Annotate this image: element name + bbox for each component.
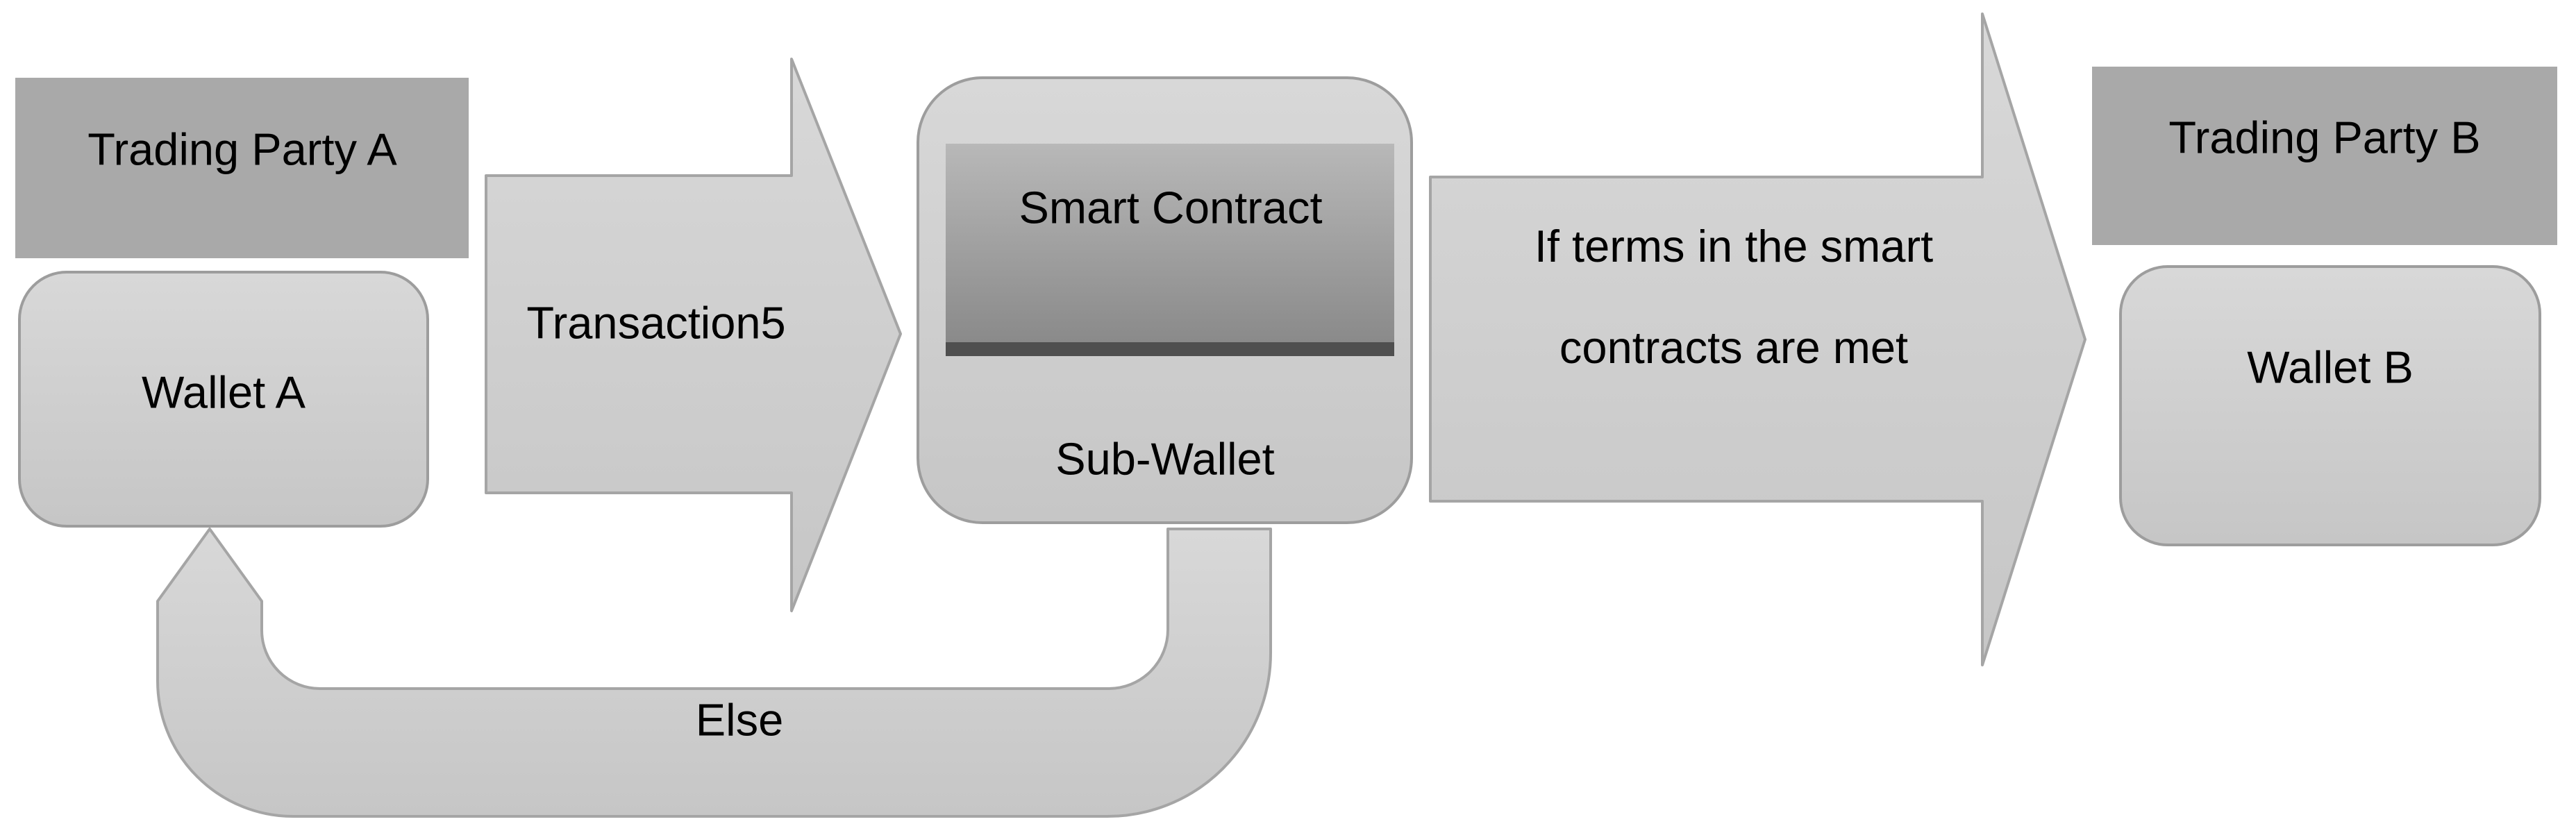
wallet-b-box (2119, 265, 2541, 546)
smart-contract-label: Smart Contract (1019, 182, 1323, 233)
success-arrow-label: If terms in the smart contracts are met (1534, 196, 1933, 398)
transaction-arrow-label: Transaction5 (526, 297, 786, 348)
trading-party-a-label: Trading Party A (87, 124, 397, 175)
success-arrow-icon (1429, 12, 2086, 666)
wallet-b-label: Wallet B (2247, 342, 2414, 393)
smart-contract-box (946, 144, 1394, 356)
success-arrow-label-line1: If terms in the smart (1534, 221, 1934, 271)
wallet-a-box (18, 271, 429, 528)
trading-party-b-box (2092, 67, 2557, 245)
else-loop-arrow-icon (156, 528, 1272, 818)
wallet-a-label: Wallet A (141, 367, 306, 418)
trading-party-b-label: Trading Party B (2168, 112, 2481, 163)
success-arrow-label-line2: contracts are met (1559, 322, 1909, 373)
transaction-arrow-icon (485, 58, 902, 612)
trading-party-a-box (15, 78, 469, 258)
sub-wallet-label: Sub-Wallet (1055, 433, 1275, 485)
else-label: Else (695, 694, 784, 746)
